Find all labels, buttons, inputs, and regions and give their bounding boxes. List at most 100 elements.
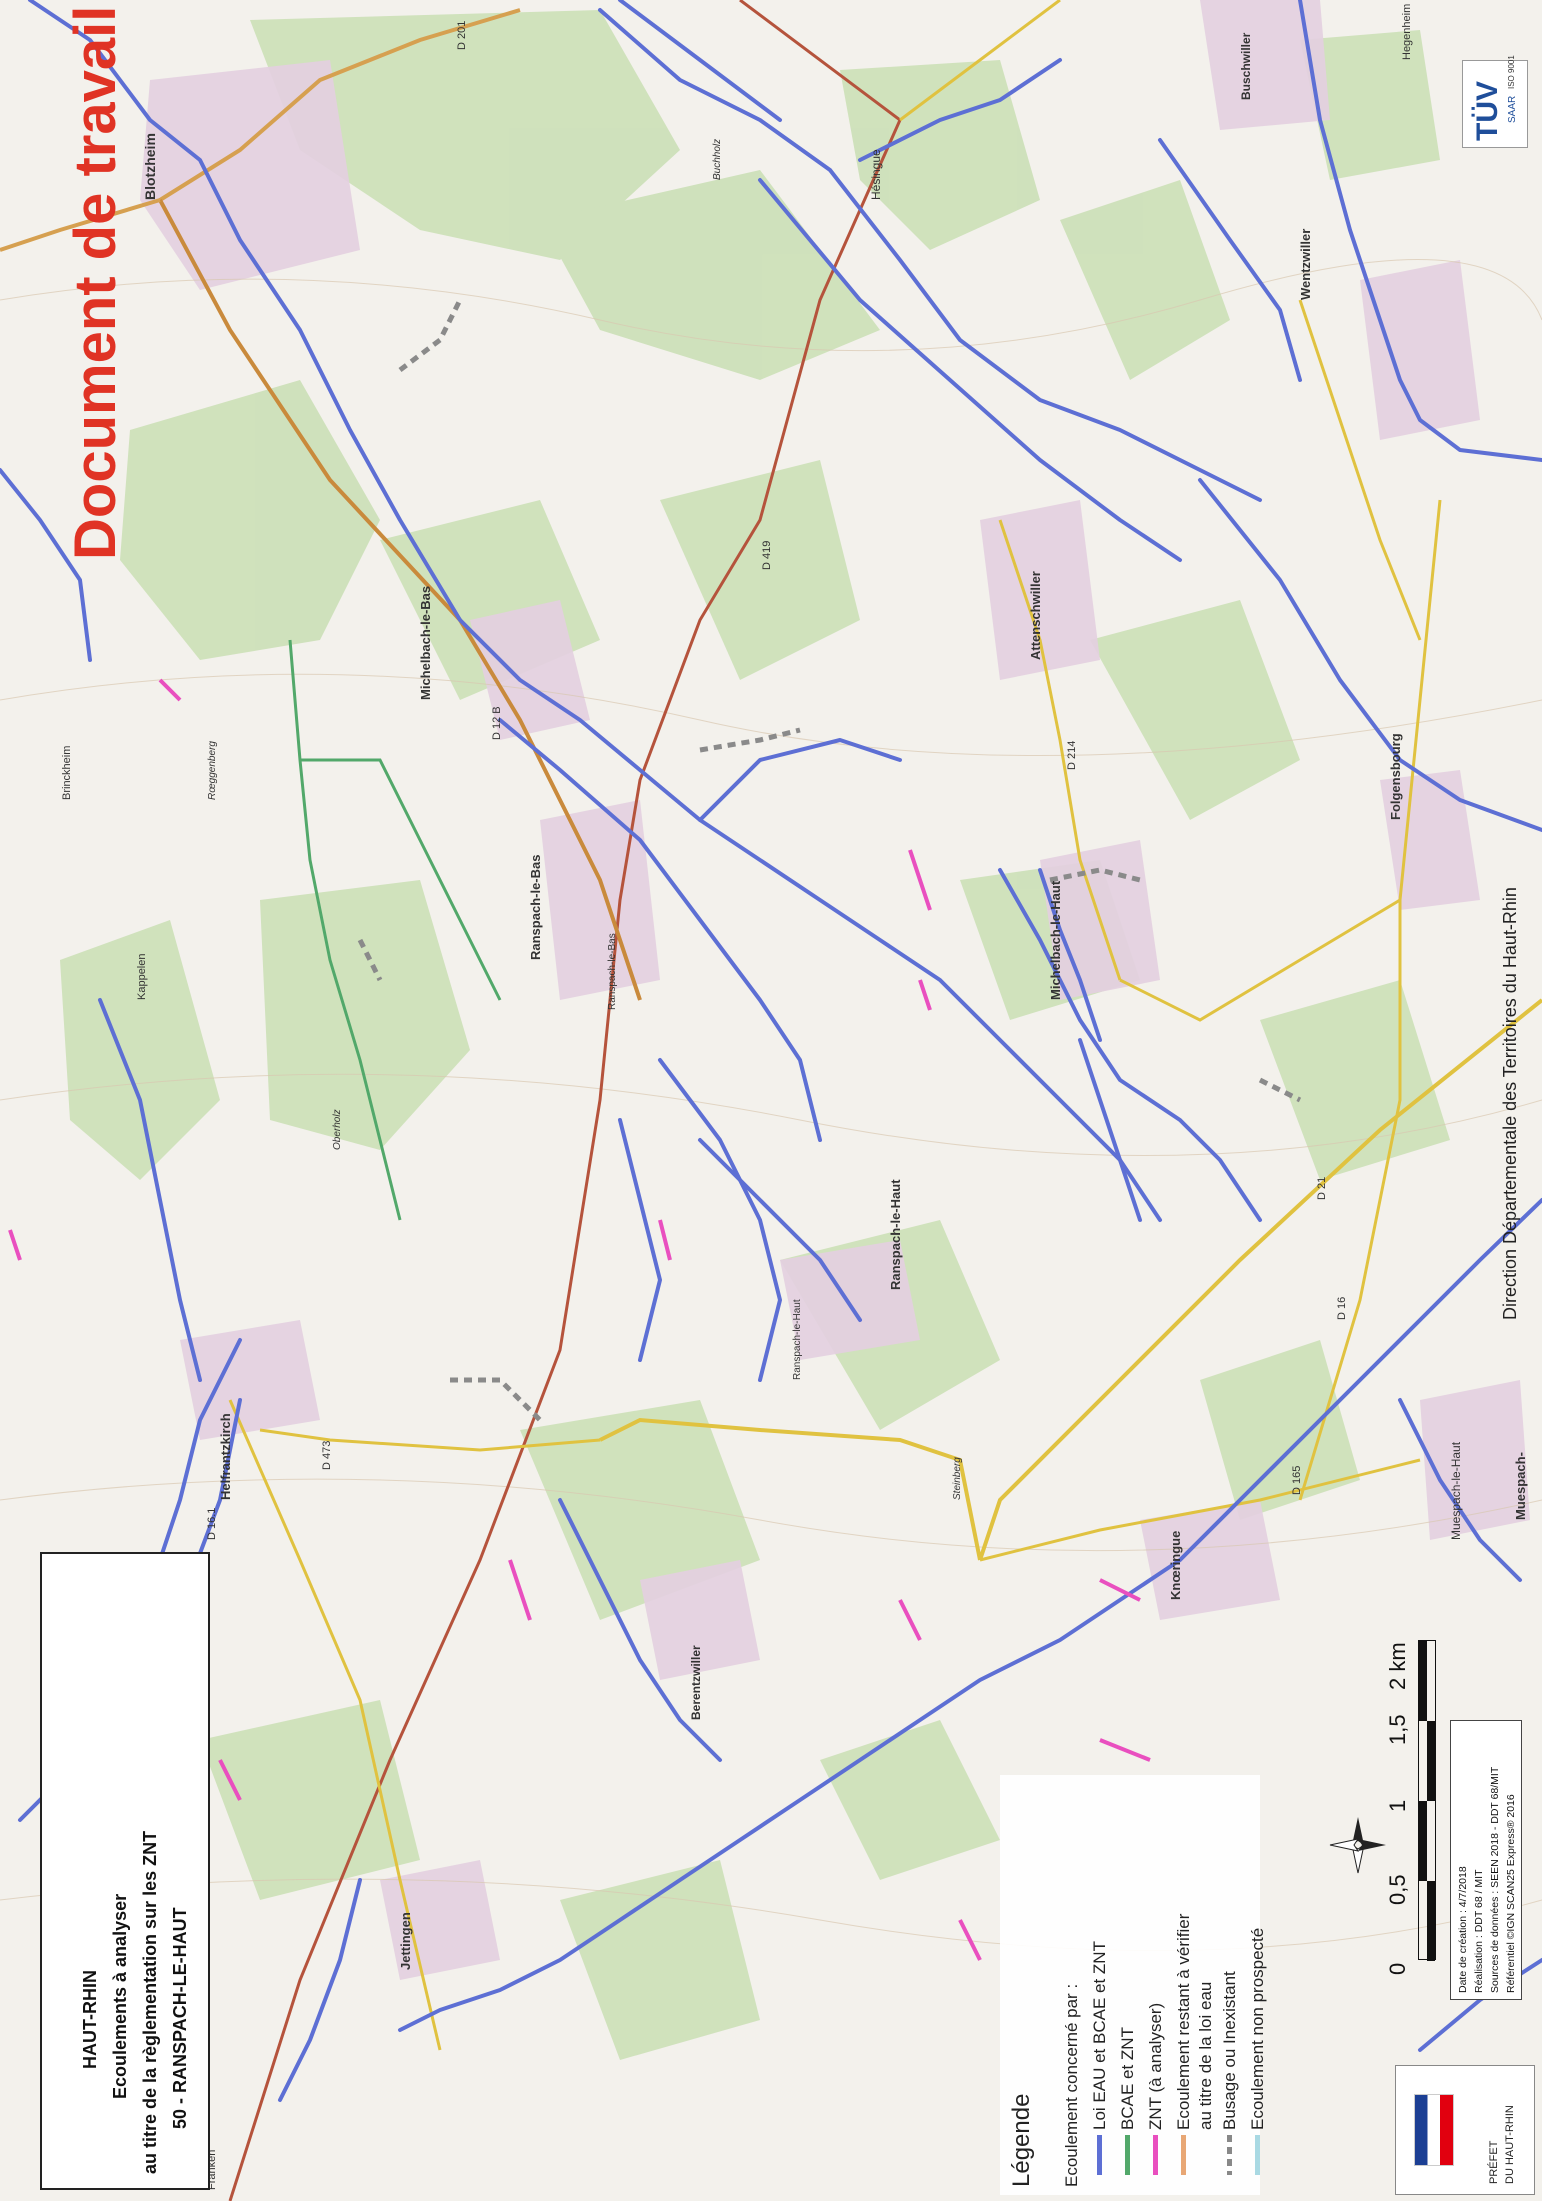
streams-busage — [357, 298, 1302, 1422]
place-label: Kappelen — [136, 954, 148, 1001]
legend-item-label: au titre de la loi eau — [1196, 1981, 1215, 2130]
legend-item-label: Busage ou Inexistant — [1220, 1971, 1239, 2130]
title-department: HAUT-RHIN — [80, 1970, 100, 2069]
contour-lines — [0, 259, 1542, 1952]
road-wentz — [1298, 299, 1422, 641]
legend-heading: Légende — [1008, 2093, 1035, 2187]
legend-subheading: Ecoulement concerné par : — [1062, 1983, 1081, 2187]
place-label: Knœringue — [1168, 1531, 1183, 1600]
place-label: Brinckheim — [61, 746, 73, 800]
legend-item-label: Ecoulement restant à vérifier — [1174, 1913, 1193, 2130]
scale-tick: 2 km — [1385, 1642, 1410, 1690]
streams-loi-eau — [0, 0, 1542, 2102]
scale-tick: 1,5 — [1385, 1714, 1410, 1745]
legend-swatch-non-prospecte — [1255, 2135, 1260, 2175]
credits-line: Référentiel ©IGN SCAN25 Express® 2016 — [1505, 1794, 1517, 1993]
legend-item-label: ZNT (à analyser) — [1146, 2002, 1165, 2130]
road-blotz-n — [0, 198, 161, 252]
road-hes — [899, 0, 1061, 122]
footer-organisation: Direction Départementale des Territoires… — [1500, 887, 1520, 1320]
road-label: D 165 — [1291, 1466, 1303, 1495]
place-label: Buchholz — [712, 139, 723, 180]
legend-swatch-busage — [1227, 2135, 1232, 2175]
north-arrow-icon — [1329, 1817, 1386, 1874]
legend-swatch-verifier — [1181, 2135, 1186, 2175]
place-label: Steinberg — [952, 1457, 963, 1500]
road-label: D 201 — [456, 21, 468, 50]
legend-item-label: BCAE et ZNT — [1118, 2027, 1137, 2130]
road-d161 — [228, 1399, 442, 2051]
title-line2: au titre de la règlementation sur les ZN… — [140, 1830, 160, 2174]
place-label: Buschwiller — [1239, 32, 1253, 100]
credits-block: Date de création : 4/7/2018 Réalisation … — [1450, 1720, 1522, 2000]
credits-line: Sources de données : SEEN 2018 - DDT 68/… — [1489, 1766, 1501, 1993]
place-label: Blotzheim — [142, 133, 158, 200]
road-d21 — [978, 998, 1542, 1561]
tuv-brand: TÜV — [1471, 81, 1504, 141]
place-label: Ranspach-le-Haut — [888, 1179, 903, 1290]
place-label: Muespach-le-Haut — [1449, 1441, 1463, 1540]
tuv-sub: SAAR — [1507, 95, 1518, 123]
streams-znt — [8, 678, 1151, 1961]
place-label: Ranspach-le-Haut — [792, 1299, 803, 1380]
road-folg — [1119, 898, 1401, 1022]
place-label: Jettingen — [398, 1912, 413, 1970]
streams-bcae-znt — [288, 639, 502, 1221]
watermark: Document de travail — [63, 5, 128, 560]
place-label: Muespach- — [1513, 1452, 1528, 1520]
road-label: D 419 — [761, 541, 773, 570]
legend-swatch-znt — [1153, 2135, 1158, 2175]
road-d473 — [259, 1428, 601, 1452]
road-label: D 16 — [1336, 1297, 1348, 1320]
legend-item-label: Loi EAU et BCAE et ZNT — [1090, 1941, 1109, 2130]
built-up-areas — [140, 0, 1530, 1980]
road-d165 — [979, 1458, 1421, 1562]
road-d419 — [228, 0, 902, 2201]
place-label: Oberholz — [332, 1109, 343, 1150]
road-label: D 21 — [1316, 1177, 1328, 1200]
credits-line: Date de création : 4/7/2018 — [1457, 1866, 1469, 1993]
title-line3: 50 - RANSPACH-LE-HAUT — [170, 1907, 190, 2129]
road-label: D 16.1 — [206, 1508, 218, 1540]
tuv-iso: ISO 9001 — [1507, 55, 1516, 89]
place-label: Hésingue — [869, 149, 883, 200]
place-labels: Blotzheim Michelbach-le-Bas Ranspach-le-… — [61, 4, 1528, 2190]
place-label: Berentzwiller — [689, 1645, 703, 1720]
place-label: Ranspach-le-Bas — [607, 933, 618, 1010]
prefet-logo-block: PRÉFET DU HAUT-RHIN — [1395, 2065, 1535, 2195]
legend-item-label: Ecoulement non prospecté — [1248, 1927, 1267, 2130]
scale-tick: 0 — [1385, 1962, 1410, 1975]
place-label: Folgensbourg — [1388, 733, 1403, 820]
place-label: Wentzwiller — [1298, 229, 1313, 300]
road-d16 — [1298, 499, 1442, 1501]
road-d21-b — [599, 1417, 982, 1561]
place-label: Helfrantzkirch — [218, 1413, 233, 1500]
place-label: Michelbach-le-Bas — [418, 586, 433, 700]
road-d201 — [158, 8, 521, 202]
credits-line: Réalisation : DDT 68 / MIT — [1473, 1869, 1485, 1993]
place-label: Michelbach-le-Haut — [1048, 880, 1063, 1000]
title-line1: Ecoulements à analyser — [110, 1893, 130, 2099]
legend: Légende Ecoulement concerné par : Loi EA… — [1000, 1775, 1267, 2195]
legend-swatch-loi-eau — [1097, 2135, 1102, 2175]
scale-bar — [1418, 1640, 1436, 1961]
scale-tick: 0,5 — [1385, 1874, 1410, 1905]
place-label: Hegenheim — [1401, 4, 1413, 60]
place-label: Rœggenberg — [207, 741, 218, 800]
scale-tick: 1 — [1385, 1799, 1410, 1812]
title-block: HAUT-RHIN Ecoulements à analyser au titr… — [40, 1552, 210, 2190]
prefet-line1: PRÉFET — [1488, 2140, 1500, 2184]
road-label: D 12 B — [491, 706, 503, 740]
place-label: Ranspach-le-Bas — [528, 855, 543, 960]
road-label: D 473 — [321, 1441, 333, 1470]
road-d214 — [998, 519, 1122, 981]
tuv-certification-logo: TÜV SAAR ISO 9001 — [1462, 55, 1528, 148]
prefet-line2: DU HAUT-RHIN — [1504, 2105, 1516, 2184]
place-label: Attenschwiller — [1028, 571, 1043, 660]
road-labels: D 419 D 21 D 16 D 201 D 12 B D 214 D 473… — [206, 21, 1348, 1540]
marianne-logo-icon — [1414, 2094, 1454, 2166]
road-label: D 214 — [1066, 741, 1078, 770]
